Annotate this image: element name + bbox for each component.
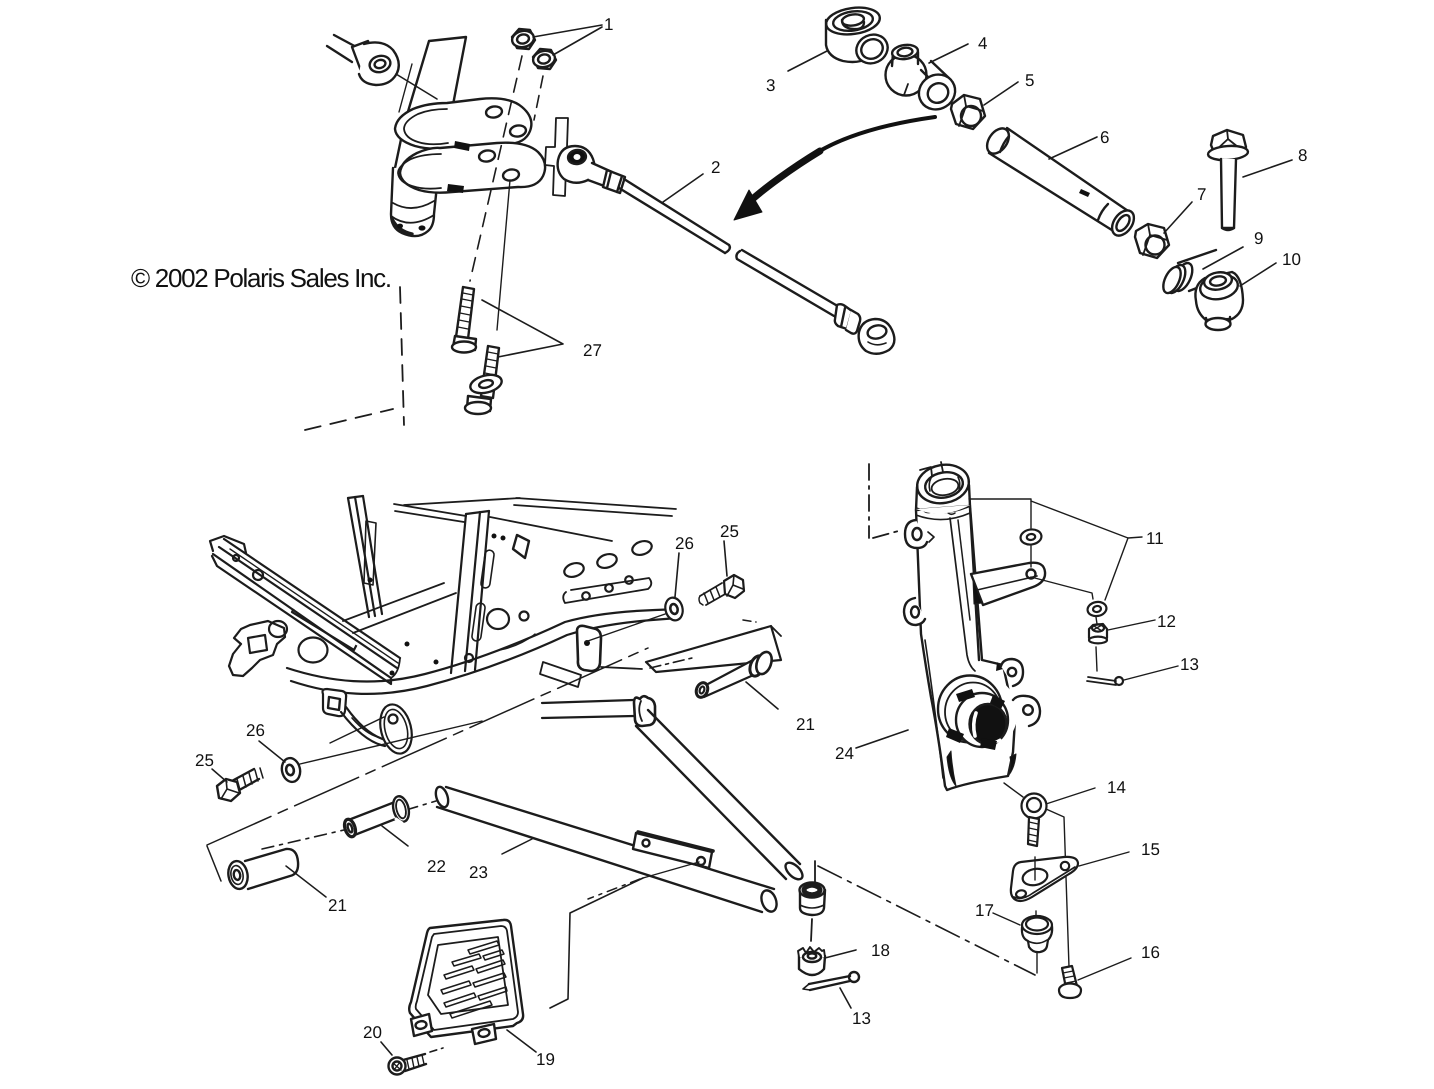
svg-text:27: 27 <box>583 341 602 360</box>
svg-text:23: 23 <box>469 863 488 882</box>
svg-text:17: 17 <box>975 901 994 920</box>
svg-text:12: 12 <box>1157 612 1176 631</box>
svg-text:8: 8 <box>1298 146 1307 165</box>
svg-text:13: 13 <box>852 1009 871 1028</box>
svg-text:14: 14 <box>1107 778 1126 797</box>
svg-text:20: 20 <box>363 1023 382 1042</box>
svg-text:3: 3 <box>766 76 775 95</box>
svg-text:11: 11 <box>1146 529 1164 548</box>
svg-text:2: 2 <box>711 158 720 177</box>
svg-text:1: 1 <box>604 15 613 34</box>
svg-text:9: 9 <box>1254 229 1263 248</box>
svg-text:6: 6 <box>1100 128 1109 147</box>
svg-text:15: 15 <box>1141 840 1160 859</box>
svg-text:26: 26 <box>675 534 694 553</box>
svg-text:22: 22 <box>427 857 446 876</box>
svg-text:21: 21 <box>328 896 347 915</box>
svg-text:19: 19 <box>536 1050 555 1069</box>
svg-text:18: 18 <box>871 941 890 960</box>
svg-text:4: 4 <box>978 34 987 53</box>
svg-text:10: 10 <box>1282 250 1301 269</box>
svg-text:16: 16 <box>1141 943 1160 962</box>
svg-text:5: 5 <box>1025 71 1034 90</box>
svg-text:21: 21 <box>796 715 815 734</box>
svg-text:24: 24 <box>835 744 854 763</box>
svg-text:26: 26 <box>246 721 265 740</box>
svg-text:25: 25 <box>195 751 214 770</box>
svg-text:7: 7 <box>1197 185 1206 204</box>
svg-text:13: 13 <box>1180 655 1199 674</box>
svg-text:© 2002 Polaris Sales Inc.: © 2002 Polaris Sales Inc. <box>131 263 391 293</box>
svg-text:25: 25 <box>720 522 739 541</box>
